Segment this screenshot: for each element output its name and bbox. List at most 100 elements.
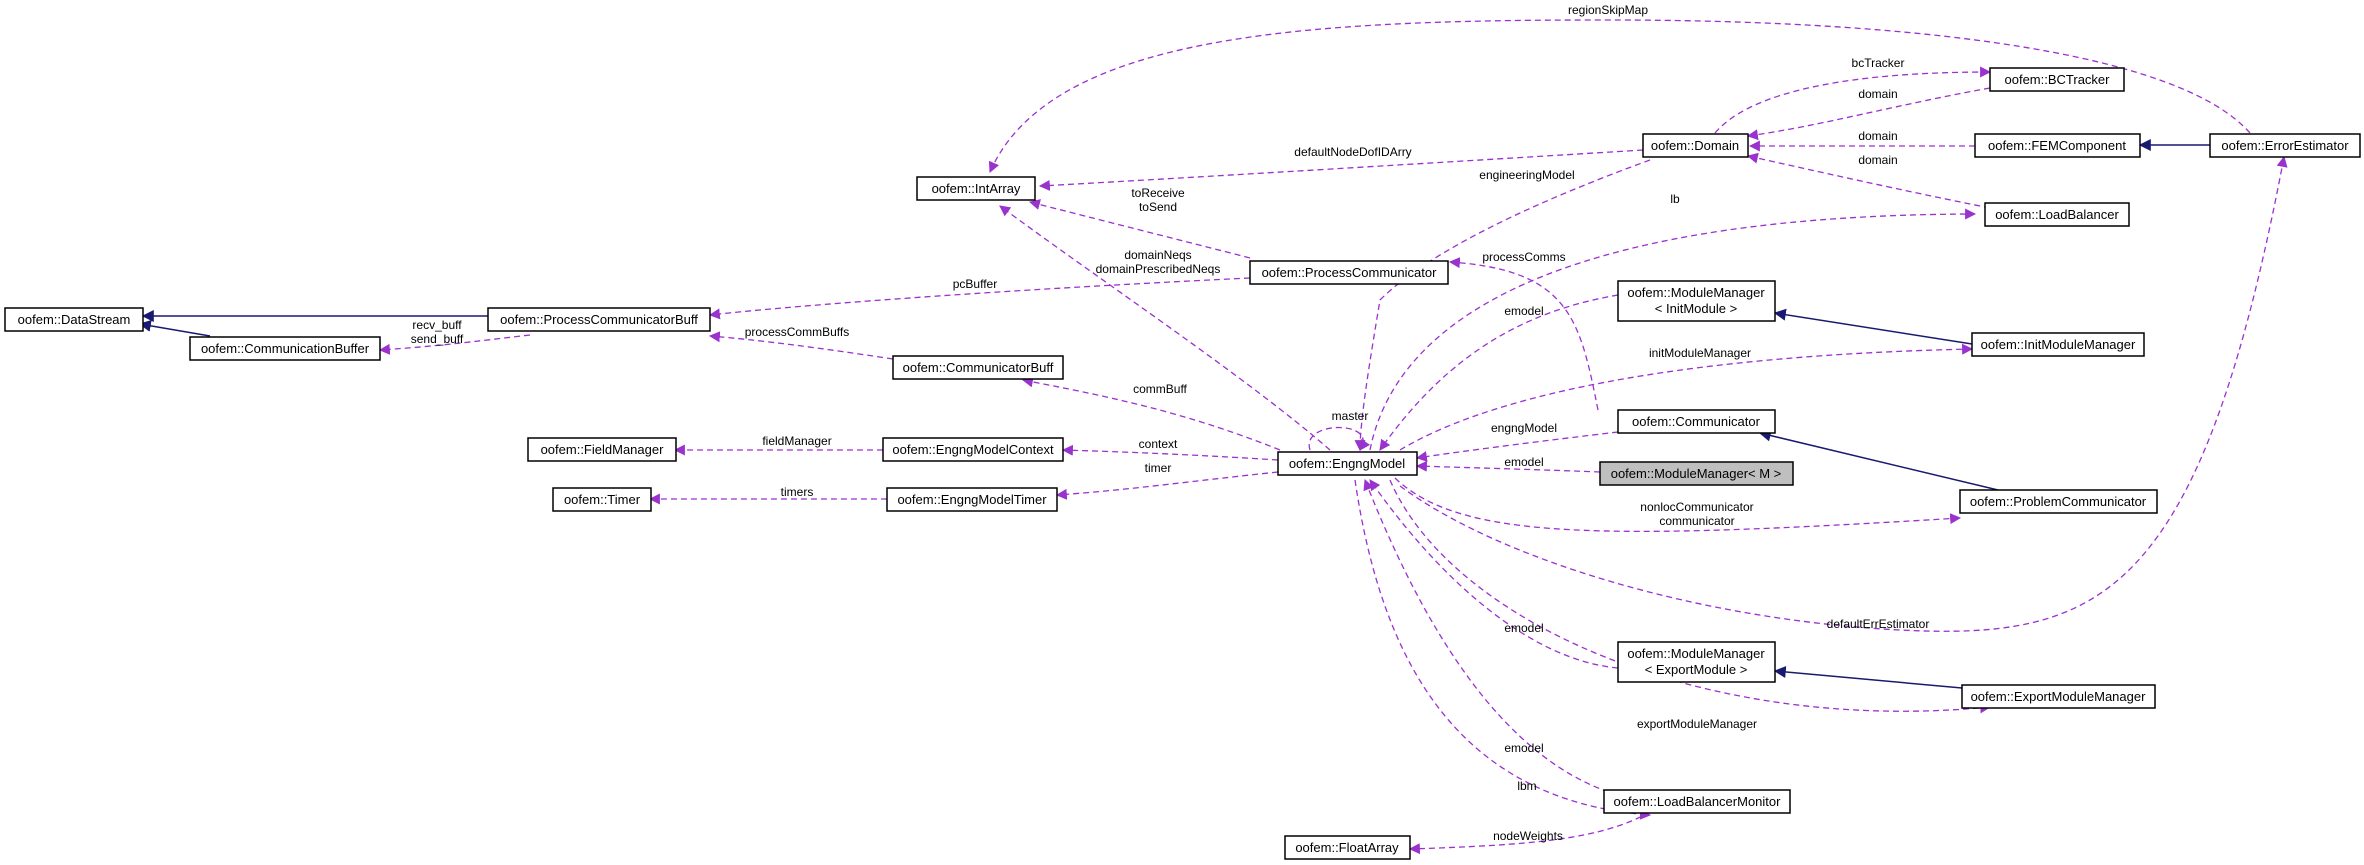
label-domain-lb: domain <box>1858 153 1897 167</box>
label-emodel-init: emodel <box>1504 304 1543 318</box>
class-node-loadbalancer[interactable]: oofem::LoadBalancer <box>1984 202 2130 227</box>
class-node-modulemanager-initmodule[interactable]: oofem::ModuleManager < InitModule > <box>1617 280 1776 322</box>
label-defaultnodedofidarry: defaultNodeDofIDArry <box>1294 145 1411 159</box>
class-label: oofem::Communicator <box>1632 414 1761 429</box>
edge-regionskipmap <box>988 19 2251 174</box>
label-engineeringmodel: engineeringModel <box>1479 168 1574 182</box>
class-node-femcomponent[interactable]: oofem::FEMComponent <box>1974 133 2141 158</box>
class-node-domain[interactable]: oofem::Domain <box>1642 133 1749 158</box>
edge-master <box>1308 426 1371 451</box>
edge-processcommbuffs <box>708 331 894 360</box>
class-label: oofem::LoadBalancer <box>1995 207 2119 222</box>
label-nodeweights-visible: nodeWeights <box>1493 829 1563 843</box>
class-label: oofem::ModuleManager <box>1627 285 1765 300</box>
edge-recvsendbuff <box>378 334 531 355</box>
class-label: oofem::ErrorEstimator <box>2221 138 2349 153</box>
class-label: oofem::ModuleManager< M > <box>1611 466 1782 481</box>
label-lbm: lbm <box>1517 779 1536 793</box>
class-node-initmodulemanager[interactable]: oofem::InitModuleManager <box>1971 332 2145 357</box>
label-regionskipmap: regionSkipMap <box>1568 3 1648 17</box>
label-communicator: communicator <box>1659 514 1734 528</box>
label-recvbuff: recv_buff <box>412 318 462 332</box>
edge-nonloccommunicator <box>1394 477 1962 532</box>
edge-emodel-export <box>1369 479 1619 669</box>
label-timer: timer <box>1145 461 1172 475</box>
class-node-communicatorbuff[interactable]: oofem::CommunicatorBuff <box>892 355 1064 380</box>
class-node-communicator[interactable]: oofem::Communicator <box>1617 409 1776 434</box>
class-node-intarray[interactable]: oofem::IntArray <box>916 176 1036 201</box>
class-node-engngmodel[interactable]: oofem::EngngModel <box>1277 451 1418 476</box>
edge-lb <box>1369 208 1977 451</box>
edge-timer <box>1055 471 1279 500</box>
class-label: oofem::LoadBalancerMonitor <box>1614 794 1782 809</box>
class-node-engngmodelcontext[interactable]: oofem::EngngModelContext <box>882 437 1064 462</box>
edge-nodeweights <box>1408 811 1651 855</box>
class-label: oofem::BCTracker <box>2005 72 2111 87</box>
edge-initmodulemanager <box>1399 343 1974 451</box>
class-label: oofem::EngngModelTimer <box>897 492 1047 507</box>
edge-domain-loadbalancer <box>1746 152 1991 209</box>
label-emodel-m: emodel <box>1504 455 1543 469</box>
class-label: oofem::ProcessCommunicator <box>1262 265 1438 280</box>
class-label: oofem::EngngModelContext <box>892 442 1054 457</box>
class-label: oofem::CommunicationBuffer <box>201 341 370 356</box>
edge-pcbuffer <box>708 277 1251 320</box>
class-label: oofem::EngngModel <box>1289 456 1405 471</box>
class-node-errorestimator[interactable]: oofem::ErrorEstimator <box>2209 133 2361 158</box>
class-node-exportmodulemanager[interactable]: oofem::ExportModuleManager <box>1961 684 2156 709</box>
class-label: oofem::FloatArray <box>1295 840 1399 855</box>
class-node-processcommunicator[interactable]: oofem::ProcessCommunicator <box>1249 260 1449 285</box>
class-node-datastream[interactable]: oofem::DataStream <box>4 307 144 332</box>
label-initmodulemanager: initModuleManager <box>1649 346 1751 360</box>
class-node-problemcommunicator[interactable]: oofem::ProblemCommunicator <box>1959 489 2158 514</box>
label-exportmodulemanager: exportModuleManager <box>1637 717 1757 731</box>
edge-engngmodel <box>1415 431 1619 462</box>
edge-toreceive <box>1028 199 1251 259</box>
class-label: oofem::ProcessCommunicatorBuff <box>500 312 698 327</box>
class-label: oofem::IntArray <box>932 181 1021 196</box>
inherit-initmm-modulemanager <box>1773 308 1973 345</box>
edge-bctracker <box>1714 66 1992 134</box>
class-node-communicationbuffer[interactable]: oofem::CommunicationBuffer <box>189 336 381 361</box>
class-node-fieldmanager[interactable]: oofem::FieldManager <box>527 437 677 462</box>
label-domain-bct: domain <box>1858 87 1897 101</box>
label-commbuff: commBuff <box>1133 382 1187 396</box>
class-node-engngmodeltimer[interactable]: oofem::EngngModelTimer <box>886 487 1058 512</box>
class-label: oofem::Timer <box>564 492 641 507</box>
inherit-exportmm-modulemanager <box>1773 666 1963 689</box>
class-node-timer[interactable]: oofem::Timer <box>552 487 652 512</box>
class-label: oofem::InitModuleManager <box>1981 337 2136 352</box>
label-pcbuffer: pcBuffer <box>953 277 997 291</box>
edge-processcomms <box>1448 257 1599 411</box>
class-node-processcommunicatorbuff[interactable]: oofem::ProcessCommunicatorBuff <box>487 307 711 332</box>
class-node-bctracker[interactable]: oofem::BCTracker <box>1989 67 2125 92</box>
class-node-modulemanager-m[interactable]: oofem::ModuleManager< M > <box>1599 461 1794 486</box>
label-context: context <box>1139 437 1178 451</box>
label-domainprescribedneqs: domainPrescribedNeqs <box>1096 262 1221 276</box>
label-timers: timers <box>781 485 814 499</box>
edge-defaultnodedofidarry <box>1038 149 1644 191</box>
edge-commbuff <box>1021 376 1281 451</box>
edge-emodel-init <box>1379 294 1619 451</box>
label-toreceive: toReceive <box>1131 186 1185 200</box>
label-lb: lb <box>1670 192 1680 206</box>
label-fieldmanager: fieldManager <box>762 434 831 448</box>
inherit-commbuffer-datastream <box>138 319 211 337</box>
label-emodel-export: emodel <box>1504 621 1543 635</box>
edge-lbm <box>1354 479 1652 820</box>
label-sendbuff: send_buff <box>411 332 464 346</box>
class-node-modulemanager-exportmodule[interactable]: oofem::ModuleManager < ExportModule > <box>1617 641 1776 683</box>
class-label: oofem::CommunicatorBuff <box>903 360 1054 375</box>
edge-domainneqs <box>999 205 1331 451</box>
label-engngmodel: engngModel <box>1491 421 1557 435</box>
class-label: oofem::ModuleManager <box>1627 646 1765 661</box>
label-domain-fem: domain <box>1858 129 1897 143</box>
label-nonloccommunicator: nonlocCommunicator <box>1640 500 1753 514</box>
class-node-loadbalancermonitor[interactable]: oofem::LoadBalancerMonitor <box>1603 789 1791 814</box>
label-processcomms: processComms <box>1482 250 1565 264</box>
edge-context <box>1061 444 1279 461</box>
class-node-floatarray[interactable]: oofem::FloatArray <box>1284 835 1411 860</box>
class-template-label: < InitModule > <box>1655 301 1737 316</box>
inherit-problemcomm-communicator <box>1758 429 1999 491</box>
